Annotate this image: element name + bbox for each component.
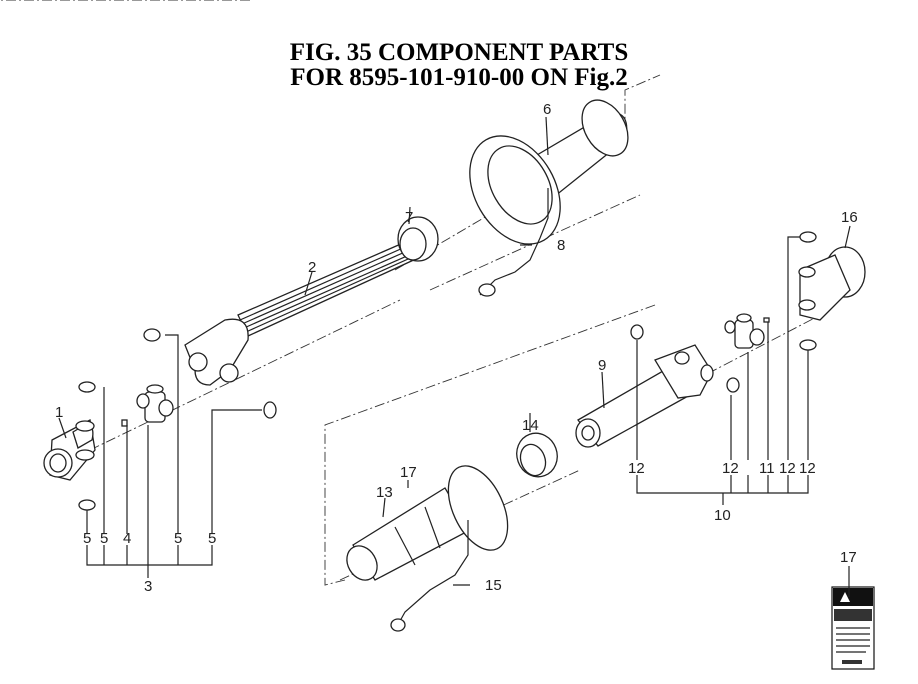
part-13-inner-guard[interactable] bbox=[341, 457, 520, 586]
callout-3: 3 bbox=[144, 578, 152, 595]
part-17-warning-decal[interactable] bbox=[831, 586, 875, 670]
snap-ring-12a bbox=[630, 324, 644, 340]
part-10-cross[interactable] bbox=[724, 313, 765, 349]
callout-6: 6 bbox=[543, 101, 551, 118]
part-14-bearing-ring[interactable] bbox=[511, 427, 564, 482]
callout-17b: 17 bbox=[840, 549, 857, 566]
callout-11: 11 bbox=[759, 460, 775, 477]
callout-8: 8 bbox=[557, 237, 565, 254]
part-6-outer-guard[interactable] bbox=[451, 92, 637, 260]
snap-ring-5b bbox=[78, 499, 96, 511]
part-9-tube-yoke[interactable] bbox=[575, 344, 714, 448]
callout-12a: 12 bbox=[628, 460, 645, 477]
figure-title-line1: FIG. 35 COMPONENT PARTS bbox=[289, 39, 629, 66]
snap-ring-5c bbox=[143, 328, 161, 342]
callout-12d: 12 bbox=[799, 460, 816, 477]
callout-5a: 5 bbox=[83, 530, 91, 547]
callout-10: 10 bbox=[714, 507, 731, 524]
part-3-cross-kit[interactable] bbox=[136, 384, 174, 423]
callout-5b: 5 bbox=[100, 530, 108, 547]
callout-12b: 12 bbox=[722, 460, 739, 477]
callout-4: 4 bbox=[123, 530, 131, 547]
callout-5d: 5 bbox=[208, 530, 216, 547]
callout-14: 14 bbox=[522, 417, 539, 434]
part-1-yoke[interactable] bbox=[43, 419, 96, 481]
part-8-safety-chain[interactable] bbox=[478, 188, 549, 297]
callout-13: 13 bbox=[376, 484, 393, 501]
callout-12c: 12 bbox=[779, 460, 796, 477]
callout-5c: 5 bbox=[174, 530, 182, 547]
axis-left bbox=[89, 299, 401, 451]
snap-ring-12b bbox=[726, 377, 740, 393]
callout-16: 16 bbox=[841, 209, 858, 226]
callout-2: 2 bbox=[308, 259, 316, 276]
leader-lines bbox=[58, 116, 851, 597]
figure-title-line2: FOR 8595-101-910-00 ON Fig.2 bbox=[290, 64, 628, 91]
part-11-grease-fitting bbox=[763, 317, 770, 323]
part-16-yoke[interactable] bbox=[798, 246, 866, 321]
part-2-splined-shaft[interactable] bbox=[184, 239, 419, 386]
snap-ring-12d bbox=[799, 339, 817, 351]
snap-ring-12c bbox=[799, 231, 817, 243]
callout-7: 7 bbox=[405, 209, 413, 226]
callout-9: 9 bbox=[598, 357, 606, 374]
snap-ring-5a bbox=[78, 381, 96, 393]
callout-15: 15 bbox=[485, 577, 502, 594]
part-15-safety-chain[interactable] bbox=[390, 520, 469, 632]
snap-ring-5d bbox=[263, 401, 277, 419]
callout-17a: 17 bbox=[400, 464, 417, 481]
part-4-grease-fitting bbox=[121, 419, 128, 427]
callout-1: 1 bbox=[55, 404, 63, 421]
part-7-bearing-ring[interactable] bbox=[397, 216, 439, 262]
guard-lower-outline bbox=[324, 304, 656, 586]
